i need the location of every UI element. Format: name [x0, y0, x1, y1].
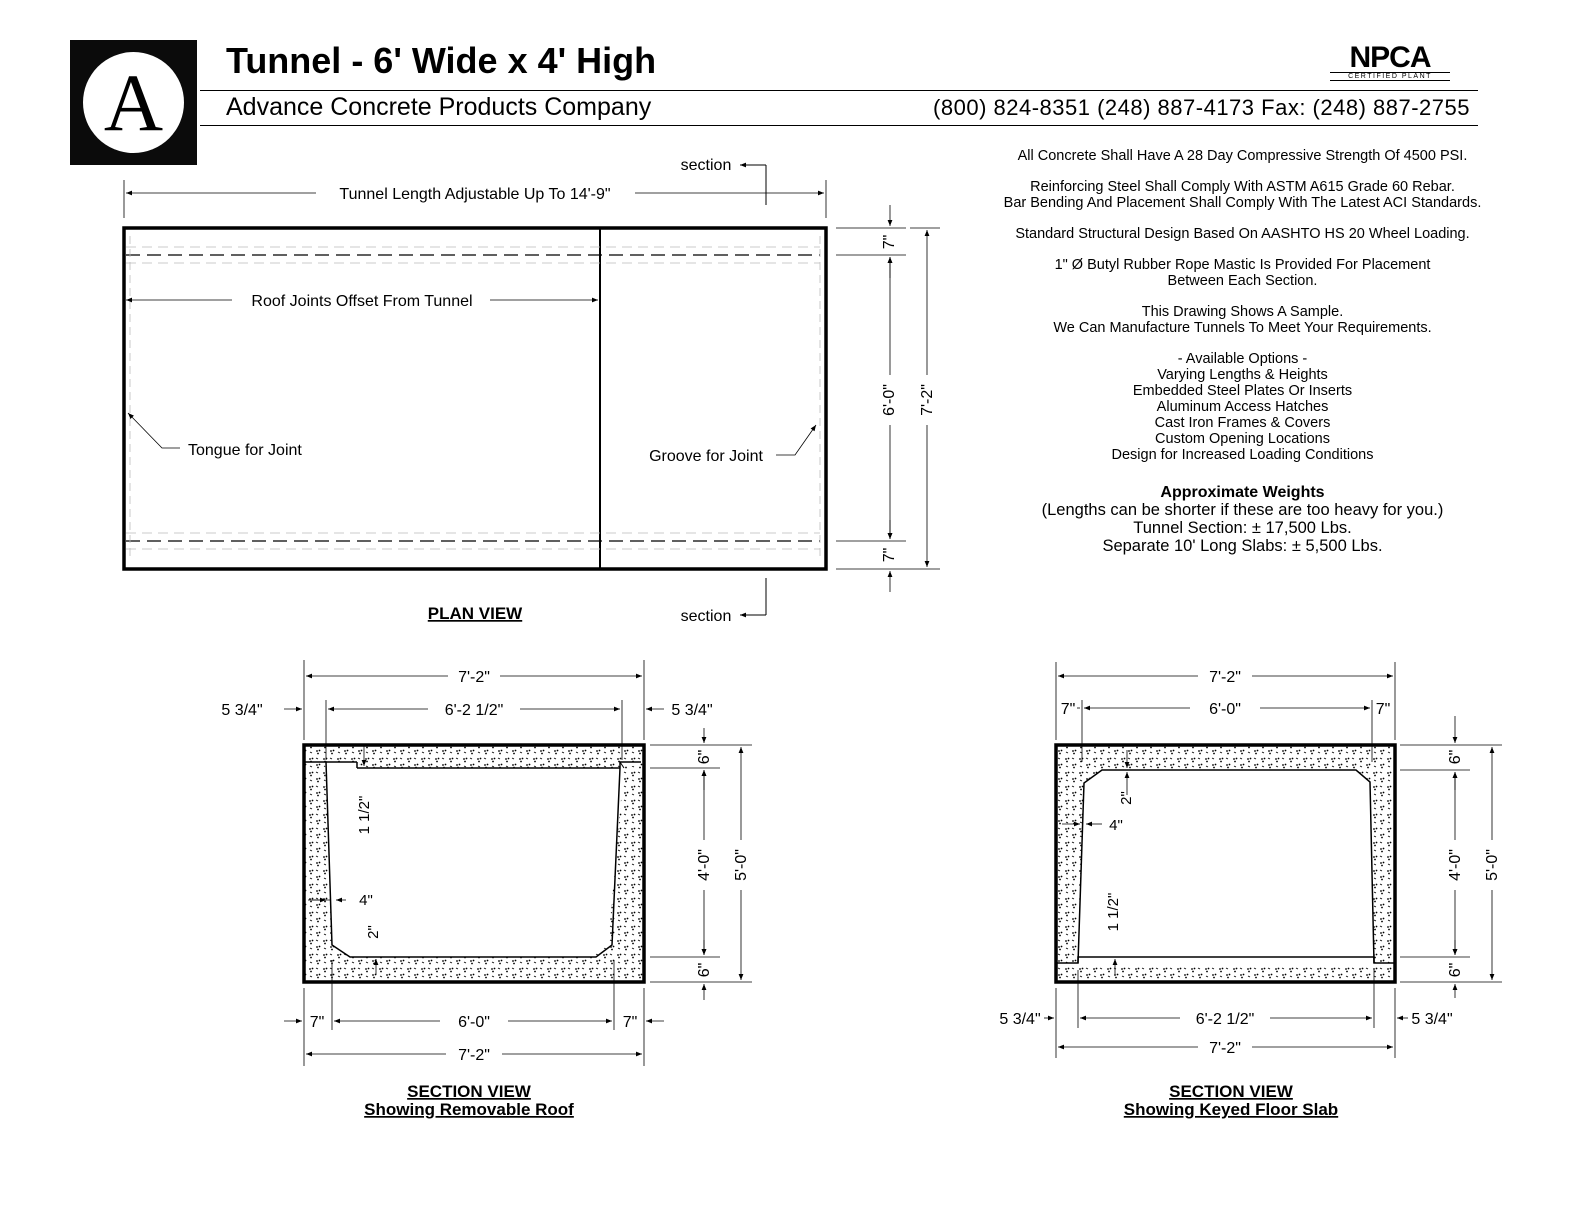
dim-left-taper: 4"	[359, 892, 373, 909]
section-marker-bottom: section	[681, 608, 732, 625]
section-right-void-fill	[1058, 770, 1393, 965]
tunnel-length-label: Tunnel Length Adjustable Up To 14'-9"	[339, 186, 610, 203]
note-mastic-2: Between Each Section.	[1167, 273, 1318, 289]
dim-plan-bottom-wall: 7"	[881, 548, 898, 563]
plan-outline	[122, 226, 828, 571]
note-mastic: 1" Ø Butyl Rubber Rope Mastic Is Provide…	[1054, 257, 1431, 273]
section-left-void-fill	[325, 762, 640, 957]
dim-left-overall-bottom: 7'-2"	[458, 1047, 490, 1064]
section-right-caption: SECTION VIEW	[1169, 1082, 1294, 1101]
dim-left-left-top: 5 3/4"	[221, 702, 262, 719]
option-item: Varying Lengths & Heights	[1157, 367, 1328, 383]
note-sample: This Drawing Shows A Sample.	[1141, 304, 1344, 320]
dim-right-overall-top: 7'-2"	[1209, 669, 1241, 686]
dim-right-roof: 6"	[1447, 750, 1464, 765]
note-rebar: Reinforcing Steel Shall Comply With ASTM…	[1030, 179, 1455, 195]
option-item: Cast Iron Frames & Covers	[1154, 415, 1331, 431]
note-concrete-strength: All Concrete Shall Have A 28 Day Compres…	[1017, 148, 1468, 164]
roof-joints-label: Roof Joints Offset From Tunnel	[251, 293, 472, 310]
dim-right-left-bottom: 5 3/4"	[999, 1011, 1040, 1028]
phone-numbers: (800) 824-8351 (248) 887-4173 Fax: (248)…	[933, 95, 1470, 120]
dim-plan-top-wall: 7"	[881, 235, 898, 250]
dim-plan-inner: 6'-0"	[881, 384, 898, 416]
option-item: Embedded Steel Plates Or Inserts	[1132, 383, 1353, 399]
npca-logo-subtext: CERTIFIED PLANT	[1330, 72, 1450, 81]
tongue-label: Tongue for Joint	[188, 442, 302, 459]
dim-left-overall-top: 7'-2"	[458, 669, 490, 686]
company-logo: A	[70, 40, 197, 165]
weights-note: (Lengths can be shorter if these are too…	[1041, 501, 1444, 519]
company-name: Advance Concrete Products Company	[226, 93, 652, 121]
dim-right-left-top: 7"	[1061, 701, 1076, 718]
npca-logo-text: NPCA	[1349, 41, 1431, 74]
option-item: Custom Opening Locations	[1155, 431, 1330, 447]
groove-leader	[776, 424, 817, 456]
section-left-subcaption: Showing Removable Roof	[364, 1100, 574, 1119]
section-right-interior-line	[1077, 769, 1375, 964]
section-view-removable-roof: 7'-2" 6'-2 1/2" 5 3/4" 5 3/4" 6'-0" 7" 7…	[221, 660, 752, 1119]
dim-right-inner-bottom: 6'-2 1/2"	[1196, 1011, 1255, 1028]
dim-left-left-bottom: 7"	[310, 1014, 325, 1031]
note-structural-design: Standard Structural Design Based On AASH…	[1015, 226, 1470, 242]
section-left-interior-line	[305, 761, 621, 958]
header-rule-bottom	[200, 125, 1478, 126]
weight-slabs: Separate 10' Long Slabs: ± 5,500 Lbs.	[1102, 537, 1383, 555]
section-marker-top: section	[681, 157, 732, 174]
option-item: Aluminum Access Hatches	[1156, 399, 1329, 415]
dim-left-height-inner: 4'-0"	[696, 849, 713, 881]
dim-right-chamfer: 2"	[1118, 791, 1135, 805]
dim-right-floor: 6"	[1447, 963, 1464, 978]
dim-left-right-bottom: 7"	[623, 1014, 638, 1031]
dim-left-floor: 6"	[696, 963, 713, 978]
header-rule-top	[200, 90, 1478, 91]
dim-left-inner-bottom: 6'-0"	[458, 1014, 490, 1031]
dim-left-key-depth: 1 1/2"	[356, 796, 373, 835]
dim-left-right-top: 5 3/4"	[671, 702, 712, 719]
dim-right-taper: 4"	[1109, 817, 1123, 834]
dim-right-inner-top: 6'-0"	[1209, 701, 1241, 718]
options-title: - Available Options -	[1177, 351, 1308, 367]
dim-right-right-bottom: 5 3/4"	[1411, 1011, 1452, 1028]
section-left-caption: SECTION VIEW	[407, 1082, 532, 1101]
dim-right-key-depth: 1 1/2"	[1105, 893, 1122, 932]
dim-left-chamfer: 2"	[365, 925, 382, 939]
weights-title: Approximate Weights	[1160, 484, 1325, 501]
groove-label: Groove for Joint	[649, 448, 763, 465]
section-view-keyed-floor: 7'-2" 6'-0" 7" 7" 6'-2 1/2" 5 3/4" 5 3/4…	[999, 662, 1502, 1119]
dim-left-roof: 6"	[696, 750, 713, 765]
logo-letter: A	[103, 57, 164, 148]
dim-right-overall-bottom: 7'-2"	[1209, 1040, 1241, 1057]
logo-circle: A	[83, 52, 184, 153]
npca-certified-logo: NPCA CERTIFIED PLANT	[1330, 42, 1450, 82]
dim-right-right-top: 7"	[1376, 701, 1391, 718]
dim-plan-overall: 7'-2"	[919, 384, 936, 416]
tongue-leader	[127, 412, 180, 449]
plan-view: Tunnel Length Adjustable Up To 14'-9" Ro…	[122, 157, 940, 625]
weight-tunnel: Tunnel Section: ± 17,500 Lbs.	[1133, 519, 1352, 537]
note-bar-bending: Bar Bending And Placement Shall Comply W…	[1003, 195, 1482, 211]
section-right-subcaption: Showing Keyed Floor Slab	[1124, 1100, 1338, 1119]
dim-left-height-overall: 5'-0"	[733, 849, 750, 881]
plan-view-caption: PLAN VIEW	[428, 604, 523, 623]
dim-right-height-inner: 4'-0"	[1447, 849, 1464, 881]
dim-right-height-overall: 5'-0"	[1484, 849, 1501, 881]
note-manufacture: We Can Manufacture Tunnels To Meet Your …	[1053, 320, 1432, 336]
page-title: Tunnel - 6' Wide x 4' High	[226, 40, 657, 81]
option-item: Design for Increased Loading Conditions	[1111, 447, 1374, 463]
section-right-floor-key	[1057, 956, 1394, 964]
dim-left-inner-top: 6'-2 1/2"	[445, 702, 504, 719]
specification-notes: All Concrete Shall Have A 28 Day Compres…	[970, 148, 1515, 555]
